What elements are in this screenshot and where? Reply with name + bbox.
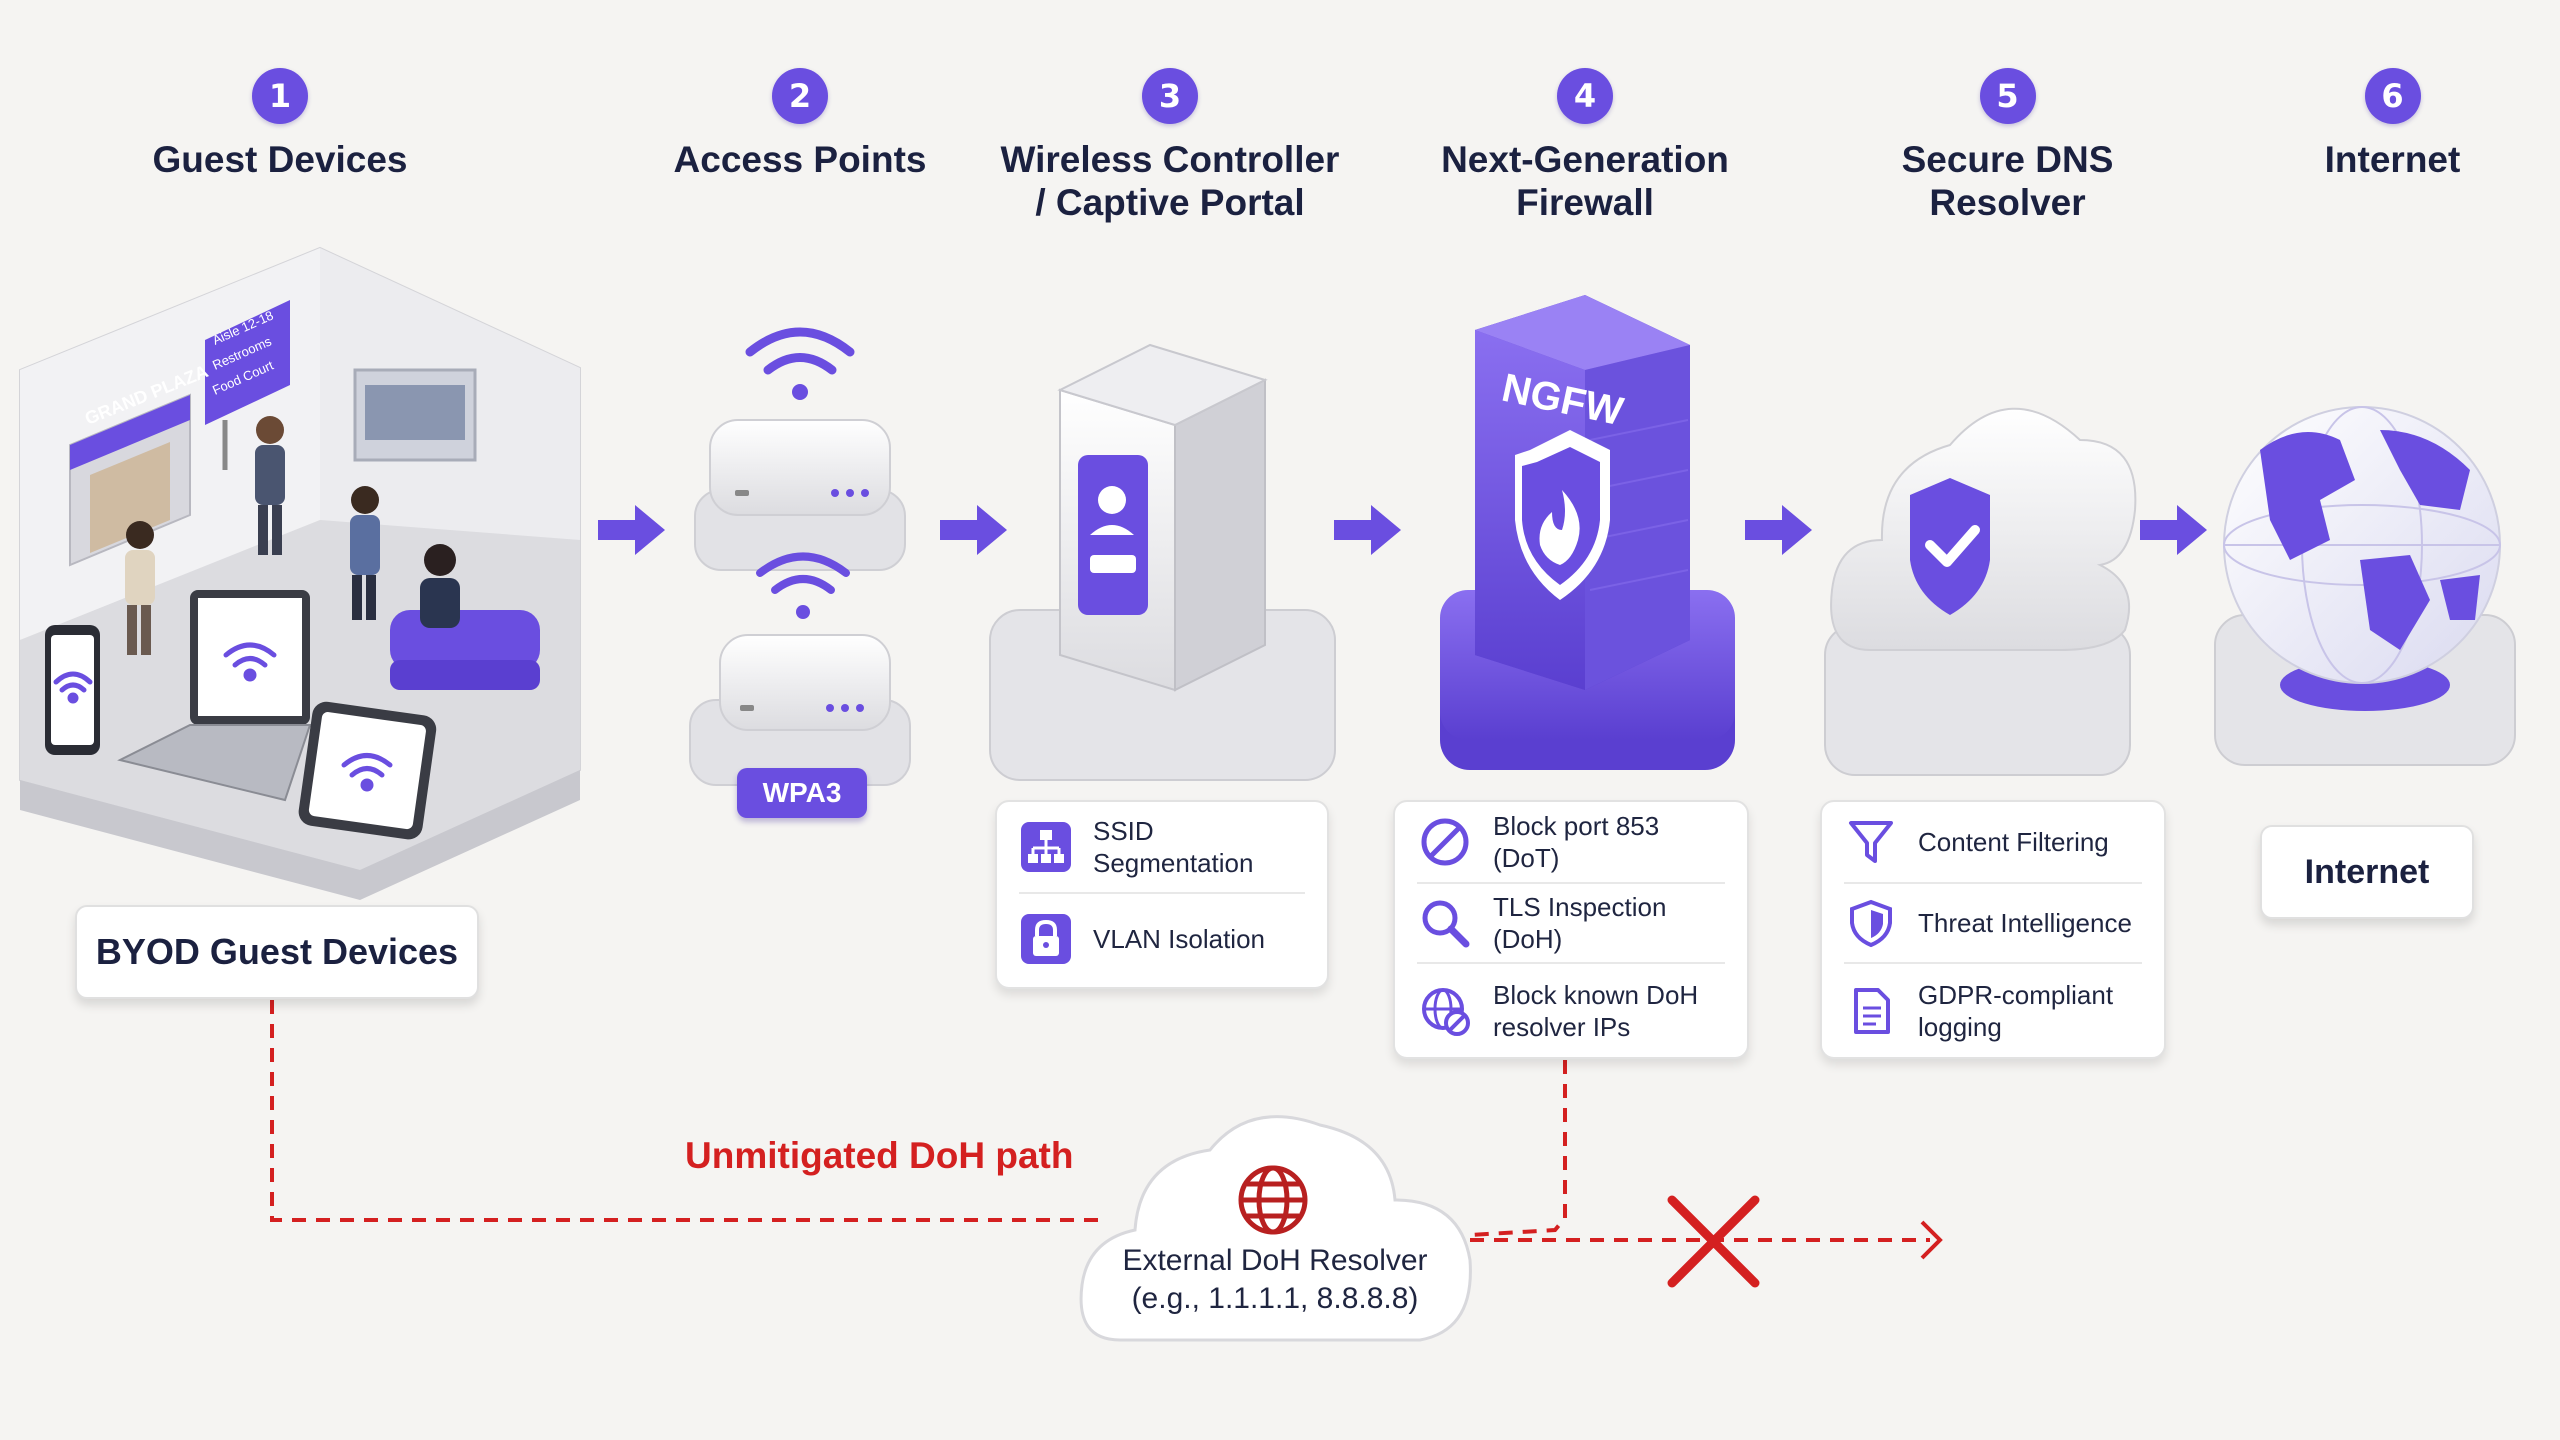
feature-label: SSID Segmentation [1093,816,1254,878]
divider [1417,962,1725,964]
firewall-appliance [1440,295,1735,770]
external-resolver-cloud [1079,1115,1472,1342]
feature-row: Content Filtering [1822,802,2164,882]
flow-arrow [940,505,1007,555]
flow-arrow [1745,505,1812,555]
globe-block-icon [1422,987,1470,1036]
bypass-path-label: Unmitigated DoH path [685,1135,1074,1176]
feature-row: VLAN Isolation [997,894,1327,984]
wifi-icon [756,552,850,619]
wpa3-badge: WPA3 [737,768,867,818]
step-guest-devices: 1 Guest Devices [120,68,440,181]
blocked-x-icon [1667,1195,1760,1288]
divider [1417,882,1725,884]
step-title: Internet [2324,139,2461,180]
feature-label: VLAN Isolation [1093,924,1265,954]
feature-label: Block known DoH resolver IPs [1493,979,1699,1042]
access-point-device [689,634,911,786]
venue-illustration [19,246,581,900]
magnifier-icon [1422,900,1470,948]
feature-row: TLS Inspection (DoH) [1395,884,1747,962]
wireless-controller-device [989,343,1336,781]
flow-arrow [1334,505,1401,555]
controller-features-card: SSID Segmentation VLAN Isolation [995,800,1329,989]
flow-arrow [2140,505,2207,555]
step-dns-resolver: 5 Secure DNS Resolver [1880,68,2135,224]
feature-label: GDPR-compliant logging [1918,979,2114,1042]
internet-globe [2214,406,2516,766]
feature-label: Block port 853 (DoT) [1493,811,1660,873]
step-number-badge: 1 [252,68,308,124]
document-icon [1854,987,1890,1034]
internet-label: Internet [2260,825,2474,919]
step-title: Access Points [673,139,927,180]
byod-label: BYOD Guest Devices [75,905,479,999]
step-number-badge: 4 [1557,68,1613,124]
divider [1844,882,2142,884]
bypass-path [270,1000,1930,1242]
feature-row: GDPR-compliant logging [1822,964,2164,1057]
step-number-badge: 3 [1142,68,1198,124]
step-number-badge: 6 [2364,68,2421,124]
step-title: Secure DNS Resolver [1901,139,2114,223]
external-resolver-examples: (e.g., 1.1.1.1, 8.8.8.8) [1131,1282,1419,1315]
feature-label: Threat Intelligence [1918,908,2132,938]
step-title: Wireless Controller / Captive Portal [1000,139,1340,223]
feature-row: Block port 853 (DoT) [1395,802,1747,882]
firewall-features-card: Block port 853 (DoT) TLS Inspection (DoH… [1393,800,1749,1059]
feature-label: TLS Inspection (DoH) [1493,892,1667,954]
dns-features-card: Content Filtering Threat Intelligence GD… [1820,800,2166,1059]
step-number-badge: 5 [1979,68,2036,124]
divider [1844,962,2142,964]
access-point-device [694,419,906,571]
step-internet: 6 Internet [2275,68,2510,181]
network-tree-icon [1021,822,1071,872]
lock-icon [1021,914,1071,964]
step-firewall: 4 Next-Generation Firewall [1430,68,1740,224]
globe-icon [1238,1165,1308,1235]
dns-resolver-cloud [1824,407,2137,776]
wifi-icon [745,327,855,400]
bypass-arrowhead [1920,1220,1943,1260]
step-wireless-controller: 3 Wireless Controller / Captive Portal [1000,68,1340,224]
feature-row: Threat Intelligence [1822,884,2164,962]
funnel-icon [1849,821,1893,863]
step-title: Next-Generation Firewall [1441,139,1729,223]
feature-row: Block known DoH resolver IPs [1395,964,1747,1057]
divider [1019,892,1305,894]
shield-icon [1850,899,1892,948]
step-number-badge: 2 [772,68,828,124]
external-resolver-title: External DoH Resolver [1122,1244,1428,1277]
step-title: Guest Devices [152,139,408,180]
feature-label: Content Filtering [1918,827,2109,857]
external-resolver-label: External DoH Resolver (e.g., 1.1.1.1, 8.… [1100,1242,1450,1318]
feature-row: SSID Segmentation [997,802,1327,892]
block-icon [1421,818,1469,866]
step-access-points: 2 Access Points [640,68,960,181]
flow-arrow [598,505,665,555]
wifi-icon [53,642,393,792]
